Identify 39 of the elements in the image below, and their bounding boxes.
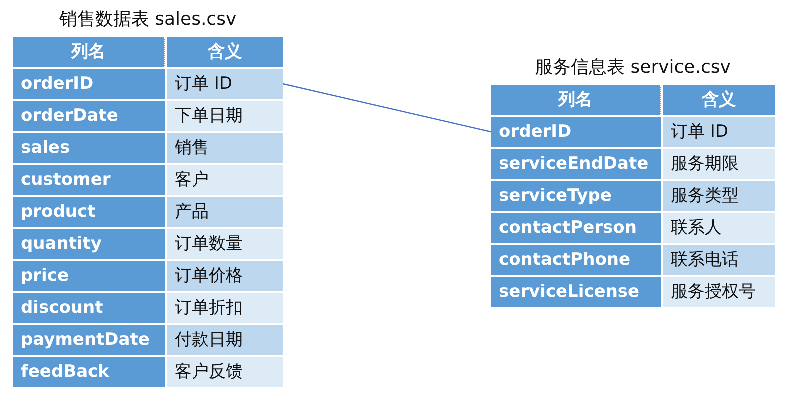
column-name-cell: serviceType — [491, 181, 661, 211]
meaning-cell: 产品 — [167, 197, 283, 227]
meaning-cell: 订单 ID — [167, 69, 283, 99]
column-name-cell: customer — [13, 165, 165, 195]
meaning-cell: 订单折扣 — [167, 293, 283, 323]
meaning-cell: 销售 — [167, 133, 283, 163]
table-title: 服务信息表 service.csv — [534, 56, 732, 80]
column-name-cell: orderID — [491, 117, 661, 147]
connector-line — [282, 83, 492, 133]
meaning-cell: 联系电话 — [663, 245, 775, 275]
meaning-cell: 客户 — [167, 165, 283, 195]
column-name-cell: product — [13, 197, 165, 227]
meaning-cell: 订单数量 — [167, 229, 283, 259]
meaning-cell: 付款日期 — [167, 325, 283, 355]
header-cell: 含义 — [167, 37, 283, 67]
meaning-cell: 订单 ID — [663, 117, 775, 147]
column-name-cell: contactPhone — [491, 245, 661, 275]
meaning-cell: 服务期限 — [663, 149, 775, 179]
column-name-cell: sales — [13, 133, 165, 163]
meaning-cell: 下单日期 — [167, 101, 283, 131]
column-name-cell: serviceEndDate — [491, 149, 661, 179]
header-cell: 列名 — [13, 37, 165, 67]
column-name-cell: price — [13, 261, 165, 291]
column-name-cell: contactPerson — [491, 213, 661, 243]
column-name-cell: orderID — [13, 69, 165, 99]
meaning-cell: 客户反馈 — [167, 357, 283, 387]
column-name-cell: discount — [13, 293, 165, 323]
meaning-cell: 订单价格 — [167, 261, 283, 291]
column-name-cell: orderDate — [13, 101, 165, 131]
meaning-cell: 服务类型 — [663, 181, 775, 211]
header-cell: 列名 — [491, 85, 661, 115]
column-name-cell: serviceLicense — [491, 277, 661, 307]
meaning-cell: 联系人 — [663, 213, 775, 243]
column-name-cell: paymentDate — [13, 325, 165, 355]
column-name-cell: feedBack — [13, 357, 165, 387]
table-title: 销售数据表 sales.csv — [58, 8, 238, 32]
column-name-cell: quantity — [13, 229, 165, 259]
header-cell: 含义 — [663, 85, 775, 115]
meaning-cell: 服务授权号 — [663, 277, 775, 307]
